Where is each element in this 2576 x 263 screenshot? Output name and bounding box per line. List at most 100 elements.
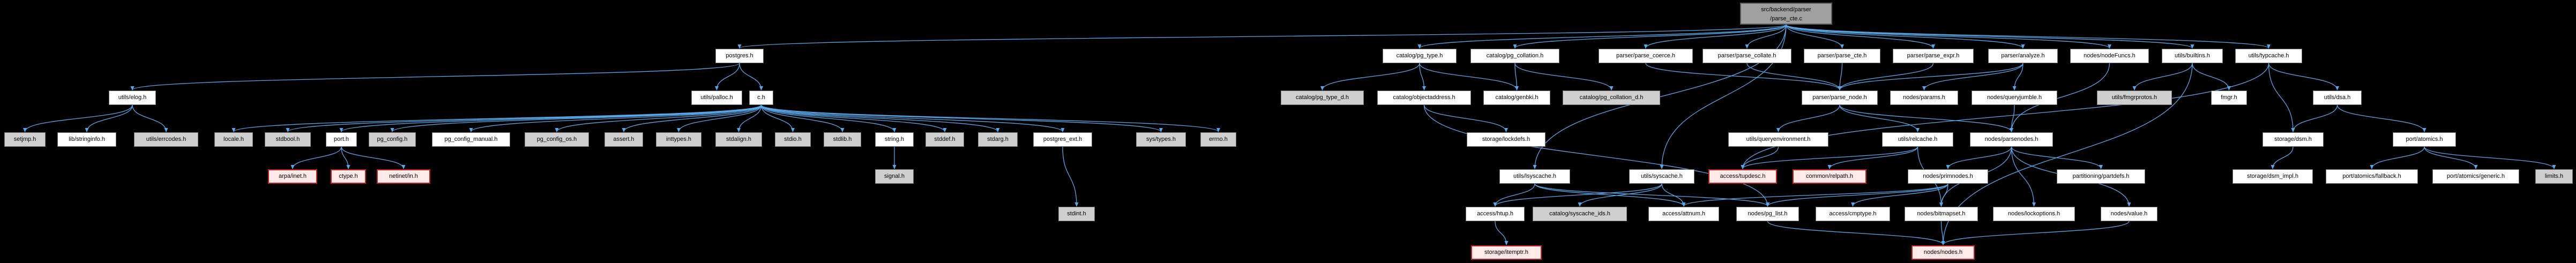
graph-node-tupdesc-h[interactable]: access/tupdesc.h [1708,169,1777,184]
graph-node-pg-collation-d-h[interactable]: catalog/pg_collation_d.h [1563,91,1660,105]
graph-node-signal-h[interactable]: signal.h [875,169,914,184]
graph-node-syscache-ids-h[interactable]: catalog/syscache_ids.h [1533,207,1627,221]
graph-node-pg-config-h[interactable]: pg_config.h [369,132,416,147]
edge-root-to-postgres-h [738,24,1787,49]
graph-node-string-h[interactable]: string.h [875,132,914,147]
graph-node-genbki-h[interactable]: catalog/genbki.h [1483,91,1550,105]
graph-node-fmgr-h[interactable]: fmgr.h [2211,91,2247,105]
edge-analyze-h-to-params-h [1922,63,2024,91]
graph-node-lockoptions-h[interactable]: nodes/lockoptions.h [1993,207,2075,221]
graph-node-itemptr-h[interactable]: storage/itemptr.h [1471,245,1542,260]
graph-node-c-h[interactable]: c.h [749,91,773,105]
graph-node-parse-collate-h[interactable]: parser/parse_collate.h [1703,49,1791,63]
edge-lsyscache-h-to-pg-list-h [1534,183,1769,207]
graph-node-relcache-h[interactable]: utils/relcache.h [1882,132,1953,147]
root-label-line2: /parse_cte.c [1770,16,1802,22]
edge-root-to-syscache-h [1660,24,1787,169]
graph-node-relpath-h[interactable]: common/relpath.h [1793,169,1866,184]
graph-node-parse-expr-h[interactable]: parser/parse_expr.h [1893,49,1974,63]
graph-node-value-h[interactable]: nodes/value.h [2101,207,2157,221]
graph-node-partdefs-h[interactable]: partitioning/partdefs.h [2057,169,2145,184]
edge-parse-expr-h-to-parse-node-h [1838,63,1934,91]
graph-node-setjmp-h[interactable]: setjmp.h [4,132,46,147]
graph-node-atomics-h[interactable]: port/atomics.h [2393,132,2456,147]
graph-node-assert-h[interactable]: assert.h [604,132,643,147]
graph-node-stdio-h[interactable]: stdio.h [775,132,811,147]
graph-node-typcache-h[interactable]: utils/typcache.h [2235,49,2302,63]
edge-parse-collate-h-to-parse-node-h [1746,63,1842,91]
graph-node-postgres-ext-h[interactable]: postgres_ext.h [1033,132,1092,147]
graph-node-pg-type-h[interactable]: catalog/pg_type.h [1383,49,1457,63]
graph-node-lockdefs-h[interactable]: storage/lockdefs.h [1467,132,1545,147]
graph-node-netinet-in-h[interactable]: netinet/in.h [377,169,430,184]
graph-node-pg-list-h[interactable]: nodes/pg_list.h [1736,207,1799,221]
graph-node-ctype-h[interactable]: ctype.h [331,169,366,184]
graph-node-nodefuncs-h[interactable]: nodes/nodeFuncs.h [2070,49,2149,63]
graph-node-objectaddress-h[interactable]: catalog/objectaddress.h [1377,91,1471,105]
graph-node-parse-node-h[interactable]: parser/parse_node.h [1802,91,1878,105]
graph-node-attnum-h[interactable]: access/attnum.h [1648,207,1719,221]
edge-lsyscache-h-to-htup-h [1493,183,1535,207]
graph-node-inttypes-h[interactable]: inttypes.h [656,132,701,147]
edge-atomics-h-to-limits-h [2424,146,2556,169]
graph-node-analyze-h[interactable]: parser/analyze.h [1988,49,2058,63]
edge-c-h-to-locale-h [232,104,762,132]
graph-node-lsyscache-h[interactable]: utils/lsyscache.h [1499,169,1570,184]
edge-postgres-h-to-palloc-h [715,63,740,91]
graph-node-errcodes-h[interactable]: utils/errcodes.h [134,132,198,147]
graph-node-stringinfo-h[interactable]: lib/stringinfo.h [57,132,116,147]
graph-node-limits-h[interactable]: limits.h [2535,169,2573,184]
graph-node-cmptype-h[interactable]: access/cmptype.h [1816,207,1890,221]
edge-lsyscache-h-to-attnum-h [1534,183,1686,207]
edge-parse-node-h-to-parsenodes-h [1839,104,2013,132]
graph-node-builtins-h[interactable]: utils/builtins.h [2162,49,2223,63]
edge-root-to-pg-type-h [1417,24,1787,49]
graph-node-stdbool-h[interactable]: stdbool.h [265,132,311,147]
graph-node-dsm-h[interactable]: storage/dsm.h [2263,132,2324,147]
graph-node-stdlib-h[interactable]: stdlib.h [824,132,861,147]
graph-node-parse-cte-h[interactable]: parser/parse_cte.h [1804,49,1880,63]
graph-node-queryenvironment-h[interactable]: utils/queryenvironment.h [1728,132,1828,147]
edge-typcache-h-to-dsa-h [2268,63,2339,91]
graph-node-elog-h[interactable]: utils/elog.h [109,91,156,105]
graph-node-dsm-impl-h[interactable]: storage/dsm_impl.h [2232,169,2313,184]
graph-node-arpa-inet-h[interactable]: arpa/inet.h [268,169,317,184]
graph-node-bitmapset-h[interactable]: nodes/bitmapset.h [1905,207,1978,221]
graph-node-atomics-fallback-h[interactable]: port/atomics/fallback.h [2326,169,2418,184]
graph-node-port-h[interactable]: port.h [326,132,357,147]
graph-node-stdalign-h[interactable]: stdalign.h [715,132,762,147]
edge-root-to-nodefuncs-h [1786,24,2111,49]
edge-root-to-parse-coerce-h [1644,24,1787,49]
graph-node-sys-types-h[interactable]: sys/types.h [1136,132,1186,147]
graph-node-pg-collation-h[interactable]: catalog/pg_collation.h [1470,49,1559,63]
graph-node-palloc-h[interactable]: utils/palloc.h [691,91,742,105]
graph-node-postgres-h[interactable]: postgres.h [715,49,764,63]
graph-node-atomics-generic-h[interactable]: port/atomics/generic.h [2432,169,2519,184]
graph-node-htup-h[interactable]: access/htup.h [1466,207,1525,221]
graph-node-dsa-h[interactable]: utils/dsa.h [2313,91,2362,105]
edge-root-to-parse-collate-h [1745,24,1787,49]
graph-node-pg-config-manual-h[interactable]: pg_config_manual.h [432,132,510,147]
graph-node-primnodes-h[interactable]: nodes/primnodes.h [1908,169,1988,184]
graph-node-fmgrprotos-h[interactable]: utils/fmgrprotos.h [2097,91,2172,105]
graph-node-errno-h[interactable]: errno.h [1200,132,1236,147]
edge-typcache-h-to-tupdesc-h [1741,63,2269,169]
graph-node-params-h[interactable]: nodes/params.h [1890,91,1958,105]
edge-value-h-to-nodes-h [1941,221,2130,245]
graph-node-parse-coerce-h[interactable]: parser/parse_coerce.h [1599,49,1693,63]
graph-node-nodes-h[interactable]: nodes/nodes.h [1912,245,1975,260]
graph-node-stddef-h[interactable]: stddef.h [925,132,964,147]
edge-port-h-to-netinet-in-h [341,146,406,169]
edge-port-h-to-ctype-h [341,146,350,169]
graph-node-syscache-h[interactable]: utils/syscache.h [1629,169,1694,184]
edge-postgres-h-to-elog-h [130,63,740,91]
graph-node-pg-config-os-h[interactable]: pg_config_os.h [525,132,589,147]
graph-node-parsenodes-h[interactable]: nodes/parsenodes.h [1970,132,2053,147]
graph-node-queryjumble-h[interactable]: nodes/queryjumble.h [1972,91,2057,105]
edge-parse-node-h-to-queryenvironment-h [1776,104,1840,132]
graph-node-pg-type-d-h[interactable]: catalog/pg_type_d.h [1281,91,1364,105]
graph-node-stdarg-h[interactable]: stdarg.h [978,132,1018,147]
graph-node-stdint-h[interactable]: stdint.h [1058,207,1095,221]
edge-analyze-h-to-queryjumble-h [2012,63,2024,91]
graph-node-locale-h[interactable]: locale.h [214,132,253,147]
